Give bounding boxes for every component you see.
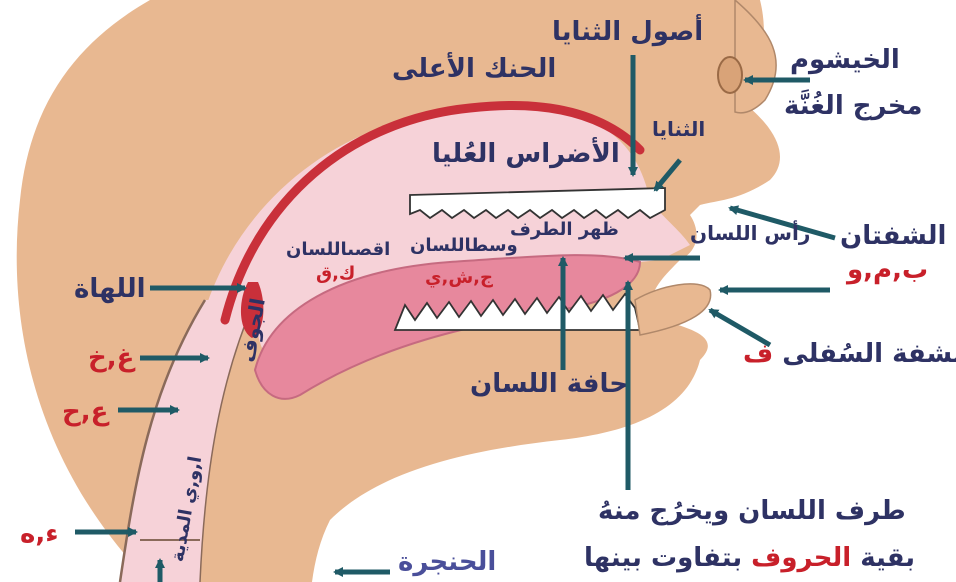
label-middle-letters: ج,ش,ي [425, 268, 493, 289]
remaining-prefix: بقية [860, 543, 915, 573]
label-nasal-exit: مخرج الغُنَّة [784, 92, 923, 122]
label-hamza-ha: ء,ه [20, 520, 59, 550]
label-tongue-edge: حافة اللسان [470, 370, 628, 400]
label-upper-molars: الأضراس العُليا [432, 140, 620, 170]
label-lower-lip: الشفة السُفلى ف [743, 340, 956, 370]
label-uvula: اللهاة [74, 275, 146, 305]
label-remaining-letters: بقية الحروف بتفاوت بينها [584, 544, 915, 574]
label-tongue-middle: وسطاللسان [410, 236, 518, 257]
label-lower-lip-text: الشفة السُفلى [782, 339, 956, 369]
remaining-letters-red: الحروف [751, 543, 851, 573]
label-upper-incisor-roots: أصول الثنايا [552, 18, 703, 48]
label-ain-ha: ع,ح [62, 398, 108, 428]
label-nose: الخيشوم [790, 46, 900, 76]
label-tongue-back-tip: ظهر الطرف [510, 220, 619, 241]
remaining-suffix: بتفاوت بينها [584, 543, 742, 573]
label-upper-palate: الحنك الأعلى [392, 55, 556, 85]
label-back-letters: ك,ق [316, 264, 355, 285]
label-lips-letters: ب,م,و [847, 256, 928, 286]
nostril [718, 57, 742, 93]
label-tongue-tip: رأس اللسان [690, 222, 810, 245]
label-lower-lip-letter: ف [743, 339, 773, 369]
label-lips: الشفتان [840, 222, 946, 252]
label-gh-kh: غ,خ [88, 344, 134, 374]
label-tongue-tip-note: طرف اللسان ويخرُج منهُ [598, 497, 906, 527]
label-larynx: الحنجرة [398, 548, 496, 578]
label-incisors: الثنايا [652, 118, 705, 141]
label-tongue-back: اقصىاللسان [286, 240, 390, 261]
